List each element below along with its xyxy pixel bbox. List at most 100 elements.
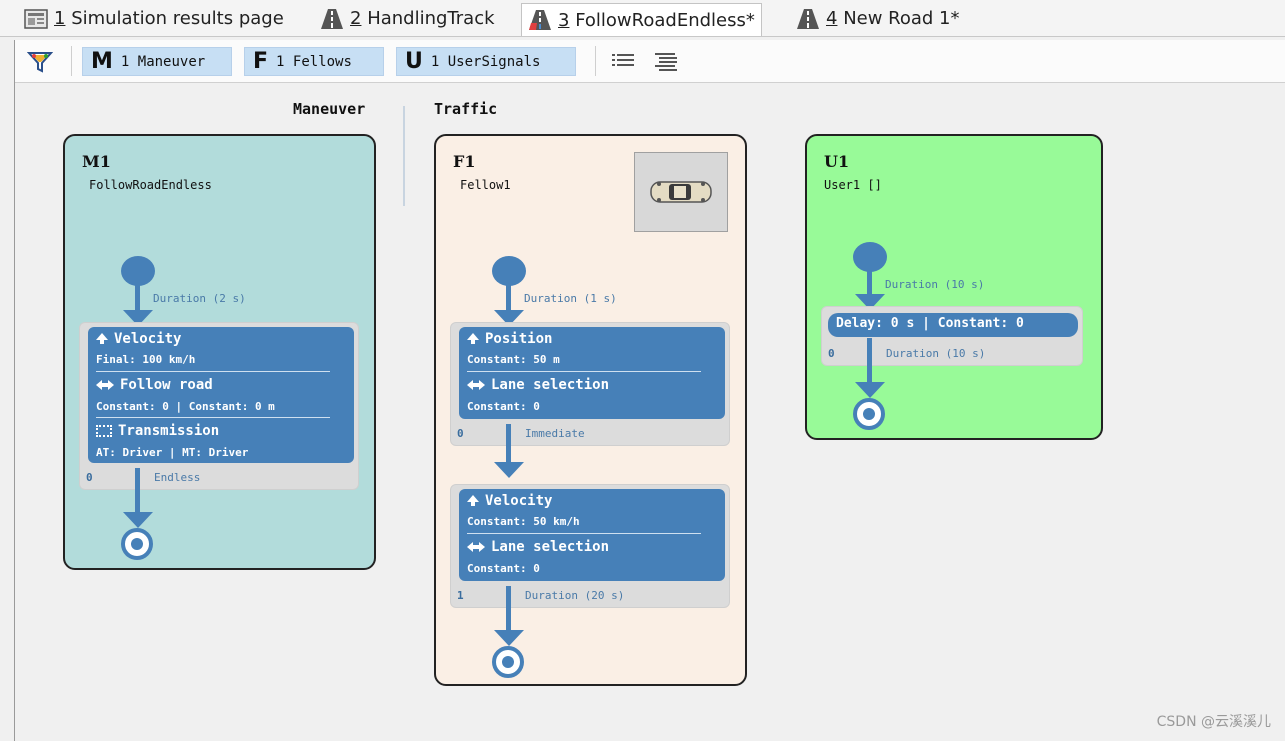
document-tab-strip: 1 Simulation results page 2 HandlingTrac…	[0, 0, 1285, 37]
action-lane-selection: Lane selection	[467, 377, 609, 393]
action-block[interactable]: Velocity Final: 100 km/h Follow road Con…	[88, 327, 354, 463]
usersignals-letter: U	[405, 49, 423, 74]
action-title: Lane selection	[491, 377, 610, 393]
action-separator	[96, 417, 330, 418]
watermark-text: CSDN @云溪溪儿	[1156, 714, 1271, 730]
tab-number: 2	[350, 8, 362, 29]
tab-handlingtrack[interactable]: 2 HandlingTrack	[314, 3, 501, 34]
usersignals-count-label: 1 UserSignals	[430, 53, 541, 70]
fellow-id: F1	[453, 152, 476, 171]
tab-new-road-1[interactable]: 4 New Road 1*	[790, 3, 966, 34]
maneuver-letter: M	[91, 49, 113, 74]
action-group: Delay: 0 s | Constant: 0 0 Duration (10 …	[821, 306, 1083, 366]
duration-label: Duration (1 s)	[524, 292, 617, 305]
flow-connector	[506, 424, 511, 466]
maneuver-id: M1	[82, 152, 111, 171]
list-view-icon[interactable]	[610, 50, 636, 74]
traffic-column-title: Traffic	[434, 100, 498, 118]
flow-connector	[506, 586, 511, 634]
left-right-arrow-icon	[467, 380, 485, 390]
flow-start-node	[853, 242, 887, 272]
flow-connector	[135, 284, 140, 312]
tree-view-icon[interactable]	[653, 50, 679, 74]
column-divider	[403, 106, 405, 206]
action-title: Lane selection	[491, 539, 610, 555]
flow-arrow-icon	[494, 630, 524, 646]
fellow-vehicle-thumbnail[interactable]	[634, 152, 728, 232]
flow-end-node	[121, 528, 153, 560]
maneuver-filter-button[interactable]: M 1 Maneuver	[82, 47, 232, 76]
group-index: 0	[457, 427, 464, 440]
action-lane-selection: Lane selection	[467, 539, 609, 555]
flow-arrow-icon	[855, 382, 885, 398]
action-title: Follow road	[120, 377, 213, 393]
action-title: Velocity	[114, 331, 182, 347]
arrow-up-icon	[96, 332, 108, 344]
action-follow-road: Follow road	[96, 377, 213, 393]
tab-label: HandlingTrack	[367, 8, 495, 29]
action-block[interactable]: Velocity Constant: 50 km/h Lane selectio…	[459, 489, 725, 581]
results-page-icon	[24, 8, 48, 29]
action-title: Transmission	[118, 423, 220, 439]
flow-arrow-icon	[494, 462, 524, 478]
user-signal-action[interactable]: Delay: 0 s | Constant: 0	[828, 313, 1078, 337]
fellow-name: Fellow1	[460, 178, 511, 192]
action-title: Position	[485, 331, 553, 347]
action-detail: Final: 100 km/h	[96, 353, 196, 366]
flow-connector	[867, 338, 872, 388]
action-title: Delay: 0 s | Constant: 0	[836, 316, 1024, 331]
maneuver-card-m1[interactable]: M1 FollowRoadEndless Duration (2 s) Velo…	[63, 134, 376, 570]
flow-end-node	[853, 398, 885, 430]
flow-end-node	[492, 646, 524, 678]
group-index: 1	[457, 589, 464, 602]
action-detail: AT: Driver | MT: Driver	[96, 446, 249, 459]
action-velocity: Velocity	[467, 493, 552, 509]
action-detail: Constant: 50 m	[467, 353, 560, 366]
tab-label: New Road 1*	[843, 8, 960, 29]
fellows-filter-button[interactable]: F 1 Fellows	[244, 47, 384, 76]
fellows-letter: F	[253, 49, 269, 74]
gearshift-icon	[96, 425, 112, 437]
flow-start-node	[492, 256, 526, 286]
flow-arrow-icon	[123, 512, 153, 528]
action-velocity: Velocity	[96, 331, 181, 347]
left-right-arrow-icon	[467, 542, 485, 552]
arrow-up-icon	[467, 494, 479, 506]
group-index: 0	[828, 347, 835, 360]
tab-number: 4	[826, 8, 838, 29]
road-icon	[321, 8, 343, 29]
action-block[interactable]: Position Constant: 50 m Lane selection C…	[459, 327, 725, 419]
action-separator	[467, 533, 701, 534]
group-end-label: Duration (10 s)	[886, 347, 986, 360]
road-icon	[529, 10, 551, 30]
group-end-label: Duration (20 s)	[525, 589, 625, 602]
left-right-arrow-icon	[96, 380, 114, 390]
fellow-card-f1[interactable]: F1 Fellow1 Duration (1 s) Position Const…	[434, 134, 747, 686]
flow-connector	[867, 270, 872, 298]
car-top-view-icon	[650, 181, 712, 203]
fellows-count-label: 1 Fellows	[276, 53, 352, 70]
tab-followroadendless[interactable]: 3 FollowRoadEndless*	[521, 3, 762, 36]
tab-number: 3	[558, 9, 570, 31]
maneuver-count-label: 1 Maneuver	[120, 53, 206, 70]
toolbar-separator	[595, 46, 596, 76]
action-transmission: Transmission	[96, 423, 219, 439]
duration-label: Duration (10 s)	[885, 278, 985, 291]
maneuver-column-title: Maneuver	[293, 100, 366, 118]
arrow-up-icon	[467, 332, 479, 344]
duration-label: Duration (2 s)	[153, 292, 246, 305]
filter-icon[interactable]	[27, 50, 53, 74]
tab-number: 1	[54, 8, 66, 29]
tab-label: Simulation results page	[71, 8, 284, 29]
maneuver-name: FollowRoadEndless	[89, 178, 212, 192]
toolbar-separator	[71, 46, 72, 76]
action-detail: Constant: 0 | Constant: 0 m	[96, 400, 275, 413]
flow-connector	[506, 284, 511, 312]
group-end-label: Endless	[154, 471, 201, 484]
tab-simulation-results[interactable]: 1 Simulation results page	[18, 3, 290, 34]
action-group: Position Constant: 50 m Lane selection C…	[450, 322, 730, 446]
usersignal-name: User1 []	[824, 178, 882, 192]
usersignals-filter-button[interactable]: U 1 UserSignals	[396, 47, 576, 76]
action-detail: Constant: 0	[467, 400, 540, 413]
usersignal-card-u1[interactable]: U1 User1 [] Duration (10 s) Delay: 0 s |…	[805, 134, 1103, 440]
